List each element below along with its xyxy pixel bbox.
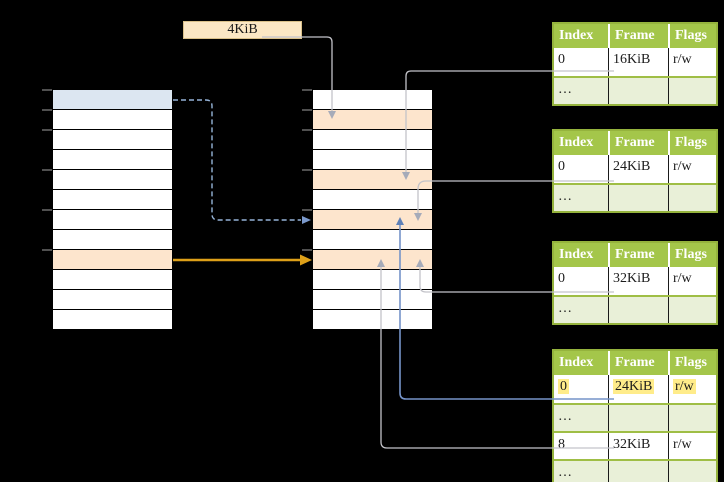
- memory-row: [313, 190, 432, 210]
- memory-row: [53, 230, 172, 250]
- cell-index: …: [558, 409, 572, 424]
- arrow-virtual-to-frame-dashed: [173, 99, 301, 221]
- memory-row: [53, 210, 172, 230]
- column-header-index: Index: [559, 135, 594, 150]
- cell-frame: 16KiB: [608, 48, 668, 76]
- memory-row: [313, 210, 432, 230]
- table-row: …: [554, 183, 716, 211]
- cell-flags: r/w: [668, 375, 716, 403]
- page-table-header: Index Frame Flags: [554, 243, 716, 267]
- cell-frame: [608, 405, 668, 431]
- column-header-index: Index: [559, 28, 594, 43]
- page-table-header: Index Frame Flags: [554, 351, 716, 375]
- highlighted-value: 0: [558, 379, 569, 394]
- cell-flags: [668, 297, 716, 323]
- arrowhead-right-icon: [300, 254, 312, 266]
- highlighted-value: 24KiB: [613, 379, 655, 394]
- memory-row: [313, 170, 432, 190]
- page-table-level2: Index Frame Flags 0 24KiB r/w … 8 32KiB …: [552, 349, 718, 482]
- memory-row: [313, 90, 432, 110]
- column-header-frame: Frame: [608, 351, 668, 375]
- cell-flags: r/w: [668, 267, 716, 295]
- left-memory-column: [53, 90, 172, 330]
- cell-index: 0: [558, 52, 565, 67]
- column-header-flags: Flags: [668, 351, 716, 375]
- page-table-24kib: Index Frame Flags 0 24KiB r/w …: [552, 129, 718, 213]
- memory-row: [313, 150, 432, 170]
- table-row: 8 32KiB r/w: [554, 431, 716, 459]
- page-size-label: 4KiB: [183, 21, 302, 39]
- cell-flags: [668, 78, 716, 104]
- cell-flags: r/w: [668, 48, 716, 76]
- memory-row: [53, 290, 172, 310]
- memory-row: [313, 270, 432, 290]
- cell-frame: [608, 78, 668, 104]
- highlighted-value: r/w: [673, 379, 696, 394]
- cell-frame: 24KiB: [608, 375, 668, 403]
- cell-flags: r/w: [668, 155, 716, 183]
- memory-row: [53, 250, 172, 270]
- table-row-highlighted: 0 24KiB r/w: [554, 375, 716, 403]
- cell-frame: 32KiB: [608, 267, 668, 295]
- memory-row: [313, 250, 432, 270]
- table-row: …: [554, 403, 716, 431]
- cell-index: 0: [558, 271, 565, 286]
- column-header-frame: Frame: [608, 24, 668, 48]
- memory-row: [313, 230, 432, 250]
- cell-frame: [608, 185, 668, 211]
- cell-index: …: [558, 301, 572, 316]
- page-table-32kib: Index Frame Flags 0 32KiB r/w …: [552, 241, 718, 325]
- cell-flags: [668, 185, 716, 211]
- memory-row: [53, 150, 172, 170]
- column-header-frame: Frame: [608, 131, 668, 155]
- cell-frame: 24KiB: [608, 155, 668, 183]
- cell-flags: r/w: [668, 433, 716, 459]
- memory-row: [313, 110, 432, 130]
- cell-flags: [668, 461, 716, 482]
- cell-index: 0: [554, 375, 608, 403]
- table-row: …: [554, 76, 716, 104]
- column-header-frame: Frame: [608, 243, 668, 267]
- middle-address-ticks: [302, 89, 312, 251]
- page-table-header: Index Frame Flags: [554, 24, 716, 48]
- memory-row: [313, 130, 432, 150]
- cell-index: 0: [558, 159, 565, 174]
- cell-frame: [608, 461, 668, 482]
- page-table-header: Index Frame Flags: [554, 131, 716, 155]
- memory-row: [53, 310, 172, 330]
- cell-frame: [608, 297, 668, 323]
- page-size-label-text: 4KiB: [227, 22, 258, 37]
- column-header-flags: Flags: [668, 243, 716, 267]
- left-address-ticks: [42, 89, 52, 251]
- cell-frame: 32KiB: [608, 433, 668, 459]
- column-header-flags: Flags: [668, 24, 716, 48]
- memory-row: [53, 190, 172, 210]
- cell-index: …: [558, 82, 572, 97]
- arrowhead-right-icon: [302, 216, 311, 224]
- cell-index: …: [558, 189, 572, 204]
- table-row: 0 32KiB r/w: [554, 267, 716, 295]
- table-row: 0 16KiB r/w: [554, 48, 716, 76]
- cell-index: 8: [558, 437, 565, 452]
- table-row: 0 24KiB r/w: [554, 155, 716, 183]
- memory-row: [313, 310, 432, 330]
- cell-index: …: [558, 465, 572, 480]
- memory-row: [53, 90, 172, 110]
- table-row: …: [554, 295, 716, 323]
- middle-memory-column: [313, 90, 432, 330]
- memory-row: [53, 130, 172, 150]
- memory-row: [313, 290, 432, 310]
- table-row: …: [554, 459, 716, 482]
- column-header-index: Index: [559, 247, 594, 262]
- memory-row: [53, 170, 172, 190]
- column-header-index: Index: [559, 355, 594, 370]
- page-table-16kib: Index Frame Flags 0 16KiB r/w …: [552, 22, 718, 106]
- memory-row: [53, 110, 172, 130]
- cell-flags: [668, 405, 716, 431]
- column-header-flags: Flags: [668, 131, 716, 155]
- memory-row: [53, 270, 172, 290]
